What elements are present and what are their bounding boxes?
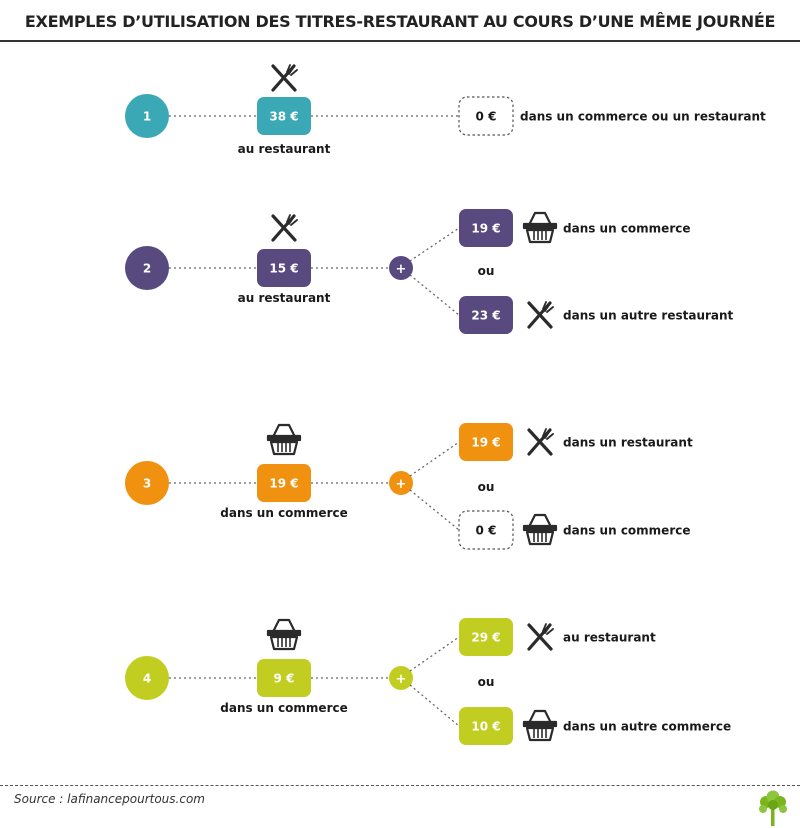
main-caption: au restaurant: [238, 142, 331, 156]
branch-label: dans un autre restaurant: [563, 309, 734, 323]
branch-amount-box: 0 €: [458, 510, 514, 550]
amount-value: 19 €: [471, 222, 500, 236]
or-label: ou: [478, 675, 495, 689]
amount-value: 0 €: [476, 524, 497, 538]
branch-line: [409, 441, 460, 477]
scenario-number: 2: [125, 246, 169, 290]
branch-fork-knife-icon: [527, 301, 554, 329]
main-amount-box: 38 €: [257, 97, 311, 135]
main-caption: dans un commerce: [220, 506, 348, 520]
scenario-number: 4: [125, 656, 169, 700]
amount-value: 19 €: [269, 477, 298, 491]
plus-symbol: +: [396, 262, 407, 277]
scenario-number-text: 2: [143, 262, 151, 276]
or-label: ou: [478, 480, 495, 494]
main-basket-icon: [266, 423, 302, 456]
branch-amount-box: 19 €: [459, 209, 513, 247]
amount-value: 0 €: [476, 110, 497, 124]
plus-symbol: +: [396, 672, 407, 687]
amount-value: 15 €: [269, 262, 298, 276]
branch-amount-box: 10 €: [459, 707, 513, 745]
branch-label: dans un commerce ou un restaurant: [520, 110, 766, 124]
scenario-1: 1 38 € au restaurant 0 € dans un commerce ou…: [125, 94, 766, 156]
amount-value: 9 €: [274, 672, 295, 686]
main-fork-knife-icon: [271, 64, 298, 92]
main-amount-box: 9 €: [257, 659, 311, 697]
amount-value: 29 €: [471, 631, 500, 645]
branch-label: dans un commerce: [563, 524, 691, 538]
amount-value: 38 €: [269, 110, 298, 124]
branch-basket-icon: [522, 513, 558, 546]
main-amount-box: 15 €: [257, 249, 311, 287]
amount-value: 19 €: [471, 436, 500, 450]
scenario-number-text: 1: [143, 110, 151, 124]
scenario-number: 3: [125, 461, 169, 505]
branch-label: au restaurant: [563, 631, 656, 645]
page-title: EXEMPLES D’UTILISATION DES TITRES-RESTAU…: [24, 12, 776, 31]
branch-basket-icon: [522, 211, 558, 244]
branch-line: [409, 489, 460, 531]
branch-line: [409, 636, 460, 672]
scenario-4: 4 9 € dans un commerce +29 € au restaurant 10…: [125, 618, 731, 745]
scenario-3: 3 19 € dans un commerce +19 € dans un restau…: [125, 423, 693, 550]
main-caption: au restaurant: [238, 291, 331, 305]
usage-diagram: 1 38 € au restaurant 0 € dans un commerce ou…: [125, 64, 766, 745]
branch-amount-box: 23 €: [459, 296, 513, 334]
tree-logo-icon: [759, 790, 787, 826]
footer-divider: [0, 785, 800, 786]
plus-node: +: [389, 256, 413, 280]
branch-amount-box: 0 €: [458, 96, 514, 136]
title-divider: [0, 40, 800, 42]
plus-node: +: [389, 471, 413, 495]
main-basket-icon: [266, 618, 302, 651]
branch-fork-knife-icon: [527, 428, 554, 456]
branch-amount-box: 29 €: [459, 618, 513, 656]
scenario-number: 1: [125, 94, 169, 138]
plus-symbol: +: [396, 477, 407, 492]
branch-label: dans un autre commerce: [563, 720, 731, 734]
source-note: Source : lafinancepourtous.com: [14, 792, 205, 806]
branch-basket-icon: [522, 709, 558, 742]
branch-line: [409, 684, 460, 727]
scenario-number-text: 4: [143, 672, 151, 686]
or-label: ou: [478, 264, 495, 278]
branch-label: dans un restaurant: [563, 436, 693, 450]
scenario-2: 2 15 € au restaurant +19 € dans un commerce 2…: [125, 209, 734, 334]
main-fork-knife-icon: [271, 214, 298, 242]
branch-line: [409, 227, 460, 262]
plus-node: +: [389, 666, 413, 690]
main-amount-box: 19 €: [257, 464, 311, 502]
main-caption: dans un commerce: [220, 701, 348, 715]
branch-label: dans un commerce: [563, 222, 691, 236]
branch-fork-knife-icon: [527, 623, 554, 651]
scenario-number-text: 3: [143, 477, 151, 491]
amount-value: 10 €: [471, 720, 500, 734]
amount-value: 23 €: [471, 309, 500, 323]
branch-amount-box: 19 €: [459, 423, 513, 461]
branch-line: [409, 274, 460, 316]
